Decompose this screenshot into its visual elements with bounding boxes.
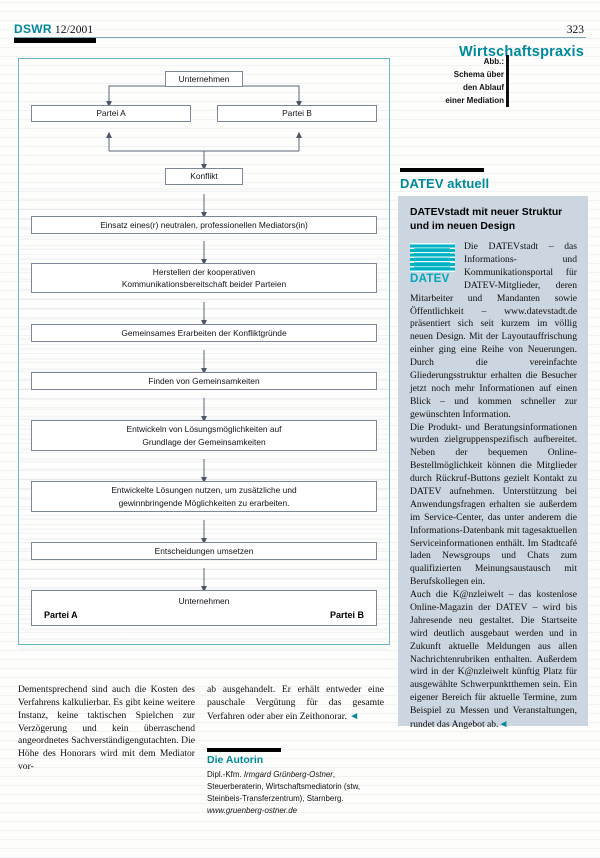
author-roles: , Steuerberaterin, Wirtschaftsmediatorin… (207, 770, 361, 803)
datev-panel: DATEVstadt mit neuer Struktur und im neu… (398, 196, 588, 730)
flowchart-canvas: Unternehmen Partei A Partei B Konflikt E… (19, 59, 389, 644)
node-mediator-einsatz: Einsatz eines(r) neutralen, professionel… (31, 216, 377, 234)
author-degree: Dipl.-Kfm. (207, 770, 242, 779)
node-kommunikationsbereitschaft: Herstellen der kooperativen Kommunikatio… (31, 263, 377, 293)
datev-kicker: DATEV aktuell (400, 176, 490, 191)
flowchart-connectors (106, 85, 302, 593)
article-end-marker-icon: ◄ (349, 710, 360, 722)
figure-caption-rule (506, 55, 509, 107)
figure-caption-line-4: einer Mediation (445, 95, 504, 105)
figure-caption-line-1: Abb.: (483, 57, 504, 66)
issue-label: 12/2001 (54, 24, 94, 36)
node-konfliktgruende: Gemeinsames Erarbeiten der Konfliktgründ… (31, 324, 377, 342)
node-partei-a: Partei A (31, 105, 191, 122)
page-number: 323 (566, 24, 584, 36)
final-center-label: Unternehmen (178, 596, 230, 606)
node-entscheidungen-umsetzen: Entscheidungen umsetzen (31, 542, 377, 560)
figure-caption-line-3: den Ablauf (462, 82, 504, 92)
author-name: Irmgard Grünberg-Ostner (243, 770, 333, 779)
datev-logo: DATEV (410, 243, 457, 286)
header-accent-bar (14, 38, 96, 43)
node-konflikt: Konflikt (165, 168, 243, 185)
author-url: www.gruenberg-ostner.de (207, 805, 298, 815)
datev-panel-title: DATEVstadt mit neuer Struktur und im neu… (410, 207, 563, 233)
node-loesungsmoeglichkeiten: Entwickeln von Lösungsmöglichkeiten auf … (31, 420, 377, 451)
datev-paragraph-3: Auch die K@nzleiwelt – das kostenlose On… (410, 589, 577, 731)
datev-logo-wordmark: DATEV (410, 273, 450, 286)
article-column-2: ab ausgehandelt. Er erhält entweder eine… (207, 684, 384, 724)
article-column-2-text: ab ausgehandelt. Er erhält entweder eine… (207, 684, 384, 722)
datev-kicker-rule (400, 168, 484, 172)
datev-end-marker-icon: ◄ (498, 719, 509, 731)
final-partei-a-label: Partei A (44, 610, 78, 620)
datev-paragraph-1: Die DATEVstadt – das Informations- und K… (410, 241, 577, 420)
node-gemeinsamkeiten: Finden von Gemeinsamkeiten (31, 372, 377, 390)
node-unternehmen-final: Unternehmen Partei A Partei B (31, 590, 377, 626)
figure-caption: Abb.: Schema über den Ablauf einer Media… (404, 56, 512, 108)
header-rule-row: DSWR 12/2001 323 (14, 22, 586, 38)
article-column-1-text: Dementsprechend sind auch die Kosten des… (18, 684, 195, 773)
article-column-1: Dementsprechend sind auch die Kosten des… (18, 684, 195, 774)
author-heading: Die Autorin (207, 754, 264, 766)
author-bio: Dipl.-Kfm. Irmgard Grünberg-Ostner, Steu… (207, 769, 389, 816)
figure-caption-line-2: Schema über (453, 69, 504, 79)
datev-paragraph-2: Die Produkt- und Beratungsinformationen … (410, 421, 577, 588)
page-header: DSWR 12/2001 323 Wirtschaftspraxis (14, 22, 586, 60)
node-loesungen-nutzen: Entwickelte Lösungen nutzen, um zusätzli… (31, 481, 377, 512)
datev-panel-inner: DATEVstadt mit neuer Struktur und im neu… (398, 196, 588, 740)
brand-logo: DSWR (14, 22, 52, 36)
final-partei-b-label: Partei B (329, 610, 364, 620)
author-box-rule (207, 748, 281, 752)
node-partei-b: Partei B (217, 105, 377, 122)
mediation-flowchart: Unternehmen Partei A Partei B Konflikt E… (18, 58, 390, 645)
header-left: DSWR 12/2001 (14, 22, 93, 36)
datev-logo-mark-icon (410, 243, 455, 273)
node-unternehmen-top: Unternehmen (165, 71, 243, 87)
section-title: Wirtschaftspraxis (459, 44, 584, 60)
datev-panel-body: Die DATEVstadt – das Informations- und K… (410, 241, 577, 732)
